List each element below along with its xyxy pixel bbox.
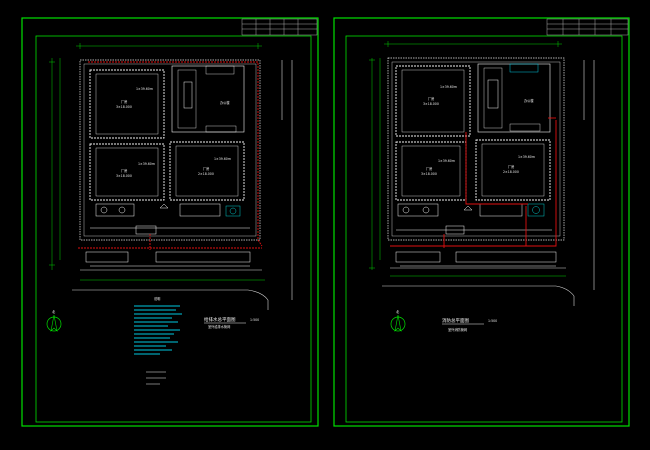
left-building-3: 厂房 2×18.000 1×39.60m xyxy=(169,141,245,201)
right-sheet-frame xyxy=(333,17,630,427)
left-pipe-network xyxy=(78,61,263,250)
left-office-label: 办公楼 xyxy=(220,100,230,105)
left-building-3-note: 1×39.60m xyxy=(214,157,231,161)
right-building-2-note: 1×39.60m xyxy=(438,159,455,163)
right-site-boundary xyxy=(387,57,565,241)
right-title-block xyxy=(546,18,629,36)
left-building-1-note: 1×39.60m xyxy=(136,87,153,91)
right-plan-title-text: 消防总平面图 xyxy=(442,317,469,324)
right-plan-scale: 1:500 xyxy=(488,319,497,323)
left-sheet: 厂房 3×18.000 1×39.60m 厂房 3×18.000 1×39.60… xyxy=(21,17,319,427)
left-notes-lines xyxy=(134,305,182,355)
right-office-building: 办公楼 xyxy=(477,63,551,133)
left-bottom-strips xyxy=(85,251,251,267)
left-building-2-note: 1×39.60m xyxy=(138,162,155,166)
right-building-1-sub: 3×18.000 xyxy=(423,102,439,106)
left-notes-block: 说明 xyxy=(134,296,182,385)
left-site-boundary xyxy=(79,59,261,241)
right-north-label: 北 xyxy=(396,309,400,314)
right-plan-subtitle: 室外消防管网 xyxy=(448,327,467,332)
right-bottom-strips xyxy=(395,251,557,267)
right-office-label: 办公楼 xyxy=(524,98,534,103)
right-building-3: 厂房 2×18.000 1×39.60m xyxy=(475,139,551,201)
right-building-3-sub: 2×18.000 xyxy=(503,170,519,174)
left-building-3-label: 厂房 xyxy=(203,166,209,171)
left-building-2: 厂房 3×18.000 1×39.60m xyxy=(89,143,165,201)
left-dimension-lines xyxy=(49,43,265,281)
left-sheet-inner-frame xyxy=(35,35,312,423)
left-yard-equipment xyxy=(90,203,250,235)
right-dimension-lines xyxy=(369,41,566,277)
left-sheet-frame xyxy=(21,17,319,427)
left-office-building: 办公楼 xyxy=(171,65,245,133)
left-building-1: 厂房 3×18.000 1×39.60m xyxy=(89,69,165,139)
left-building-2-sub: 3×18.000 xyxy=(116,174,132,178)
left-notes-heading: 说明 xyxy=(154,296,160,301)
left-plan-title: 给排水总平面图 1:500 室外给排水管网 xyxy=(204,316,259,329)
left-north-label: 北 xyxy=(52,309,56,314)
left-plan-title-text: 给排水总平面图 xyxy=(204,316,236,323)
left-plan-subtitle: 室外给排水管网 xyxy=(208,324,230,329)
right-sheet-inner-frame xyxy=(345,35,623,423)
left-title-block xyxy=(241,18,318,36)
left-building-3-sub: 2×18.000 xyxy=(198,172,214,176)
left-plan-scale: 1:500 xyxy=(250,318,259,322)
left-building-1-label: 厂房 xyxy=(121,99,127,104)
left-roads xyxy=(72,60,293,310)
right-building-3-note: 1×39.60m xyxy=(518,155,535,159)
right-fire-pipe-network xyxy=(390,117,557,248)
left-building-2-label: 厂房 xyxy=(121,168,127,173)
right-roads xyxy=(382,60,595,306)
right-building-2-label: 厂房 xyxy=(426,166,432,171)
left-north-arrow: 北 xyxy=(46,309,62,332)
right-plan-title: 消防总平面图 1:500 室外消防管网 xyxy=(442,317,497,332)
right-north-arrow: 北 xyxy=(390,309,406,332)
right-building-1: 厂房 3×18.000 1×39.60m xyxy=(395,65,471,137)
left-building-1-sub: 3×18.000 xyxy=(116,105,132,109)
right-building-1-note: 1×39.60m xyxy=(440,85,457,89)
right-building-3-label: 厂房 xyxy=(508,164,514,169)
right-sheet: 厂房 3×18.000 1×39.60m 厂房 3×18.000 1×39.60… xyxy=(333,17,630,427)
right-building-1-label: 厂房 xyxy=(428,96,434,101)
right-building-2-sub: 3×18.000 xyxy=(421,172,437,176)
